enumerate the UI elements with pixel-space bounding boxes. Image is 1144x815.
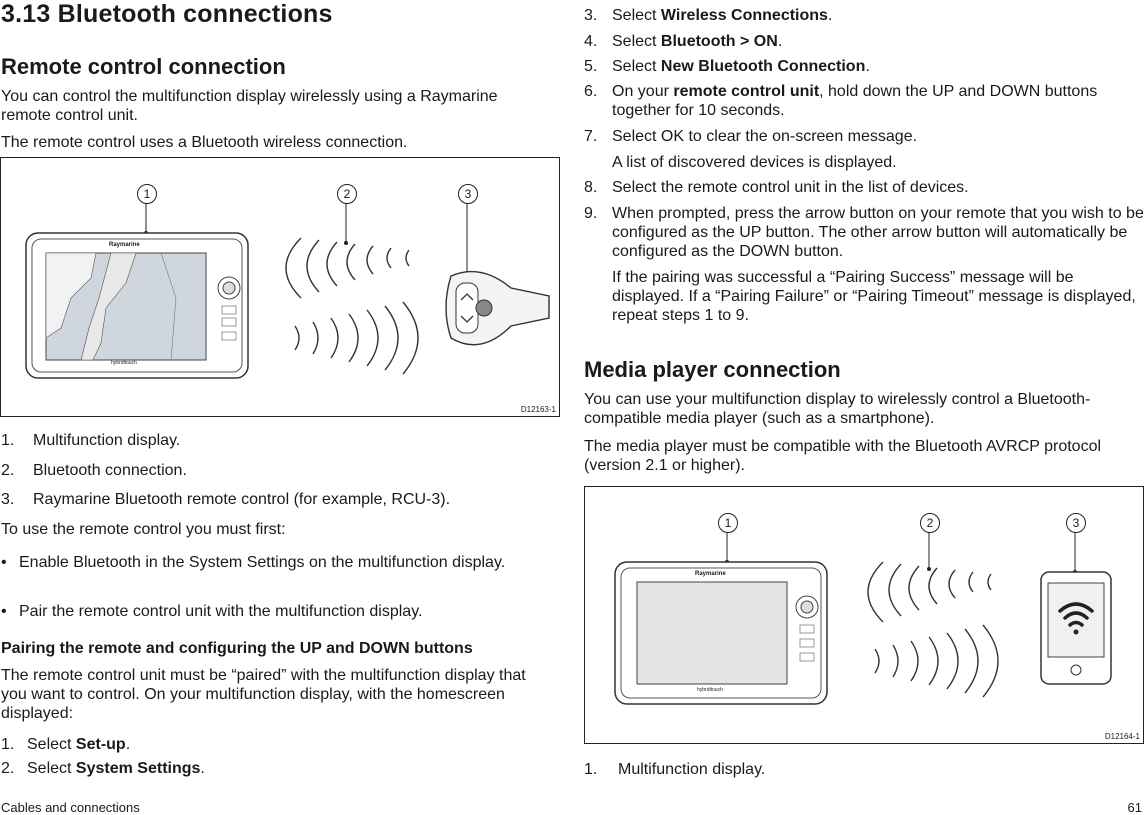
bluetooth-waves-icon <box>285 237 419 375</box>
callout-1: 1 <box>137 184 157 204</box>
footer-page-number: 61 <box>1127 800 1142 815</box>
page-title: 3.13 Bluetooth connections <box>1 0 333 28</box>
callout-3: 3 <box>458 184 478 204</box>
brand-label: Raymarine <box>109 242 140 248</box>
must-first-text: To use the remote control you must first… <box>1 521 286 538</box>
footer-section-name: Cables and connections <box>1 800 140 815</box>
figure-remote-illustration <box>25 203 550 379</box>
pairing-intro: The remote control unit must be “paired”… <box>1 667 526 722</box>
wifi-icon <box>1058 602 1094 627</box>
figure-media-player: 1 2 3 Raymarine hybridtouch D12164-1 <box>584 486 1144 744</box>
bluetooth-waves-icon <box>867 561 999 698</box>
subheading-pairing: Pairing the remote and configuring the U… <box>1 640 473 657</box>
media-paragraph-2: The media player must be compatible with… <box>584 438 1102 474</box>
display-device-icon <box>614 561 828 705</box>
callout-3: 3 <box>1066 513 1086 533</box>
intro-paragraph-1: You can control the multifunction displa… <box>1 88 498 124</box>
hybridtouch-label: hybridtouch <box>111 360 137 366</box>
media-paragraph-1: You can use your multifunction display t… <box>584 391 1091 427</box>
brand-label: Raymarine <box>695 571 726 577</box>
callout-2: 2 <box>337 184 357 204</box>
callout-2: 2 <box>920 513 940 533</box>
figure-code: D12164-1 <box>1104 732 1140 741</box>
section-heading-media: Media player connection <box>584 357 841 382</box>
section-heading-remote: Remote control connection <box>1 54 286 79</box>
figure-remote-control: 1 2 3 Raymarine hybridtouch D12163-1 <box>0 157 560 417</box>
callout-1: 1 <box>718 513 738 533</box>
hybridtouch-label: hybridtouch <box>697 687 723 693</box>
remote-control-icon <box>445 270 550 346</box>
figure-media-illustration <box>614 532 1112 705</box>
intro-paragraph-2: The remote control uses a Bluetooth wire… <box>1 134 408 151</box>
display-device-icon <box>25 232 249 379</box>
smartphone-icon <box>1040 571 1112 685</box>
figure-code: D12163-1 <box>520 405 556 414</box>
